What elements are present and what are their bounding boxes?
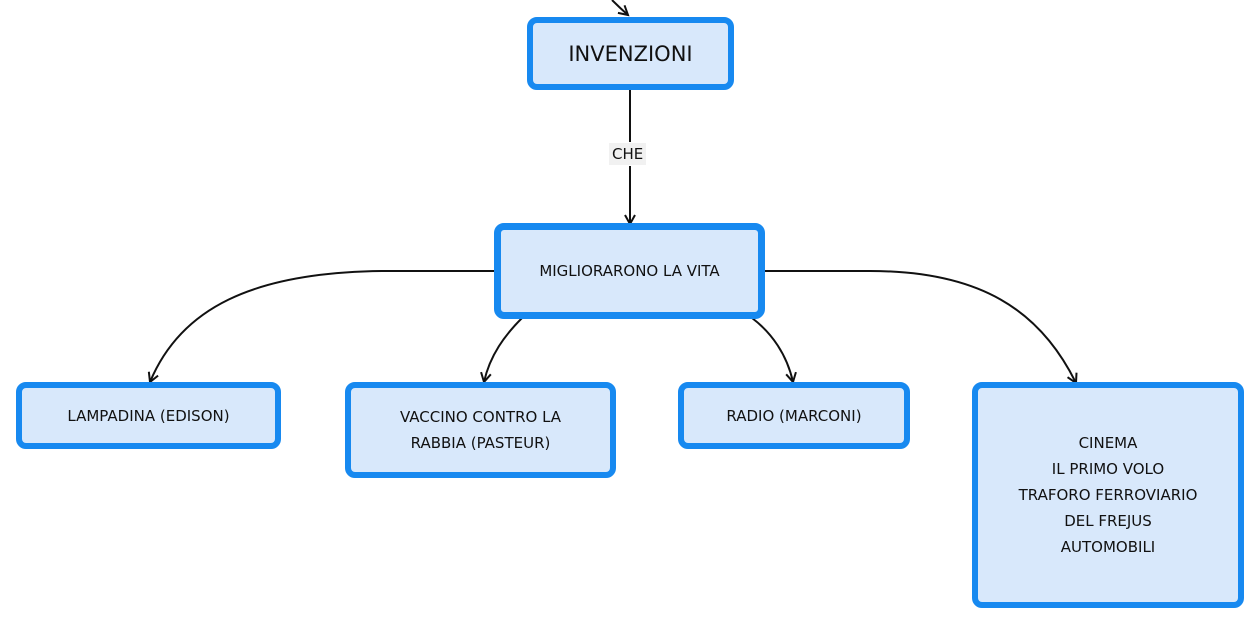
node-altre-invenzioni[interactable]: CINEMA IL PRIMO VOLO TRAFORO FERROVIARIO… [972,382,1244,608]
node-vaccino[interactable]: VACCINO CONTRO LA RABBIA (PASTEUR) [345,382,616,478]
link-label-che: CHE [609,143,647,165]
edge-to-vaccino [484,317,523,382]
edge-to-altre [762,270,1076,383]
edge-incoming-top [611,0,628,15]
node-radio[interactable]: RADIO (MARCONI) [678,382,910,449]
node-lampadina[interactable]: LAMPADINA (EDISON) [16,382,281,449]
edge-to-radio [751,317,793,382]
edge-to-lampadina [150,270,498,382]
node-migliorarono-la-vita[interactable]: MIGLIORARONO LA VITA [494,223,765,319]
node-invenzioni[interactable]: INVENZIONI [527,17,734,90]
